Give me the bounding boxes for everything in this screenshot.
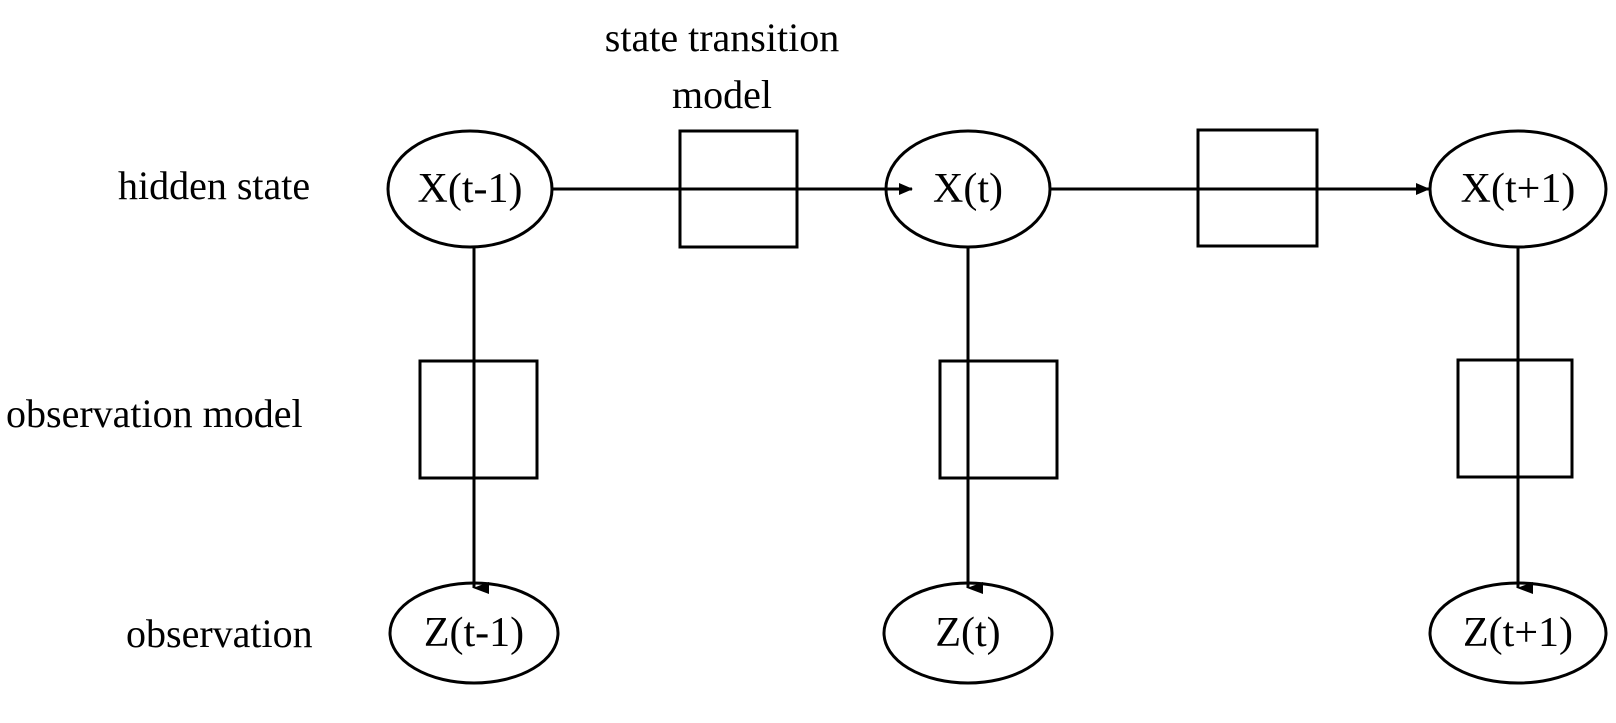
state-transition-model-label-line2: model bbox=[672, 71, 772, 117]
emission-arrows bbox=[472, 247, 1533, 594]
state-transition-model-label: state transition model bbox=[592, 10, 852, 124]
hidden-state-row-label: hidden state bbox=[118, 163, 311, 208]
observation-box-2[interactable] bbox=[938, 359, 1059, 480]
node-label-x-t-plus-1: X(t+1) bbox=[1460, 166, 1576, 212]
observation-box-3[interactable] bbox=[1456, 358, 1574, 479]
observation-model-row-label: observation model bbox=[6, 391, 303, 436]
transition-box-1[interactable] bbox=[678, 129, 799, 249]
state-transition-model-boxes bbox=[678, 128, 1319, 249]
observation-model-boxes bbox=[418, 358, 1574, 480]
observation-row-label: observation bbox=[126, 611, 313, 656]
state-transition-model-label-line1: state transition bbox=[604, 15, 840, 60]
node-label-z-t-minus-1: Z(t-1) bbox=[423, 610, 525, 656]
node-label-x-t: X(t) bbox=[933, 166, 1003, 212]
node-label-z-t-plus-1: Z(t+1) bbox=[1463, 610, 1573, 656]
observation-box-1[interactable] bbox=[418, 359, 539, 480]
node-label-z-t: Z(t) bbox=[935, 610, 1001, 656]
observation-nodes bbox=[388, 581, 1608, 685]
transition-box-2[interactable] bbox=[1196, 128, 1319, 248]
node-label-x-t-minus-1: X(t-1) bbox=[417, 166, 523, 212]
